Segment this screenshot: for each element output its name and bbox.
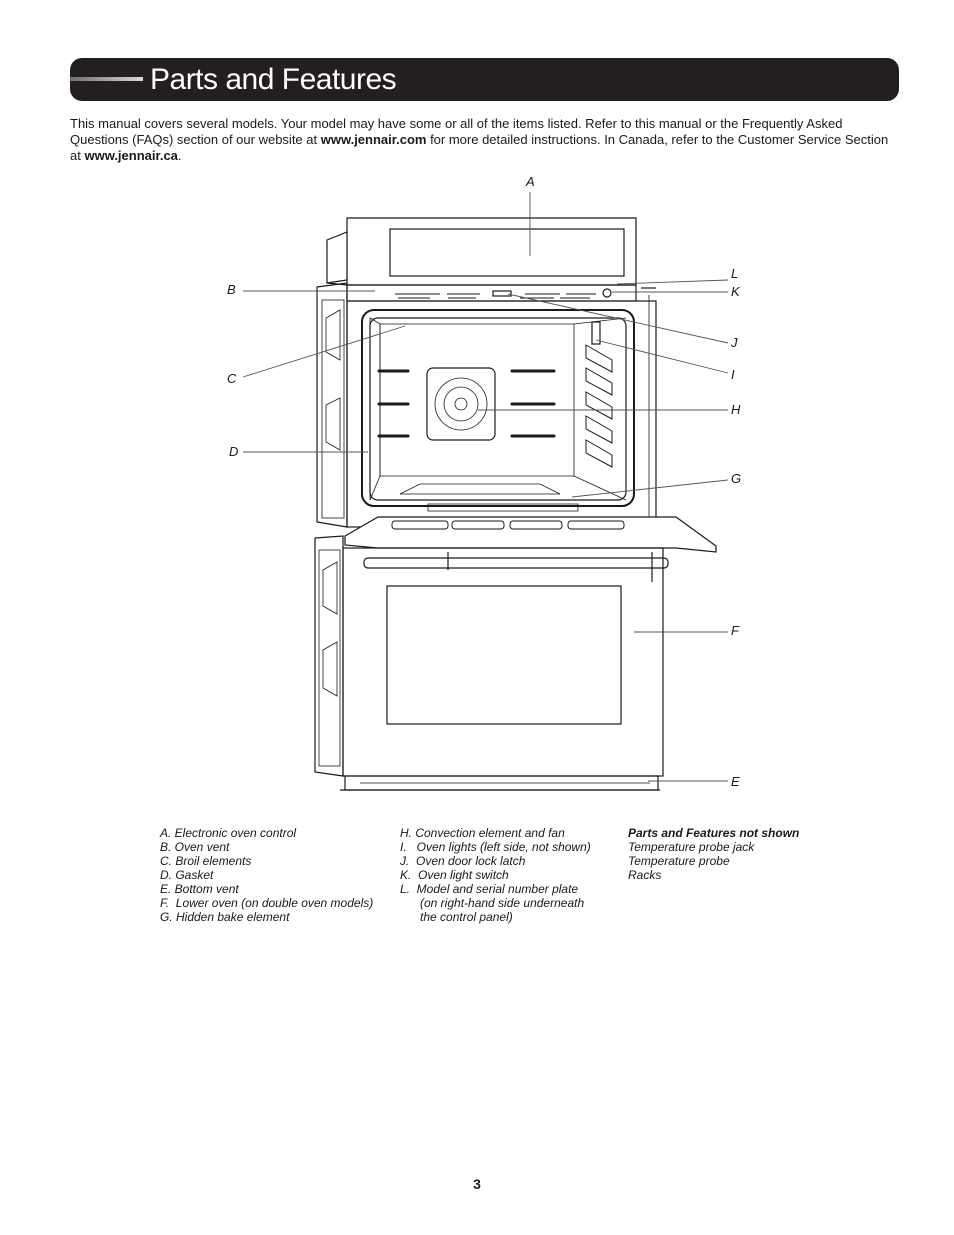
legend-item: H. Convection element and fan [400, 826, 565, 840]
legend-item: J. Oven door lock latch [400, 854, 526, 868]
legend-item: B. Oven vent [160, 840, 230, 854]
callout-b: B [227, 282, 236, 297]
legend-item: Temperature probe [628, 854, 730, 868]
callout-c: C [227, 371, 237, 386]
legend-column-not-shown: Parts and Features not shown Temperature… [628, 826, 799, 882]
legend-item: D. Gasket [160, 868, 214, 882]
callout-d: D [229, 444, 238, 459]
legend-item: Temperature probe jack [628, 840, 755, 854]
legend-item: K. Oven light switch [400, 868, 509, 882]
callout-f: F [731, 623, 740, 638]
callout-a: A [525, 174, 535, 189]
intro-paragraph: This manual covers several models. Your … [70, 116, 889, 163]
header-bar [70, 58, 899, 101]
legend-item: the control panel) [400, 910, 513, 924]
legend-item: G. Hidden bake element [160, 910, 290, 924]
legend-column-parts-h-l: H. Convection element and fan I. Oven li… [400, 826, 591, 924]
callout-l: L [731, 266, 738, 281]
legend-heading: Parts and Features not shown [628, 826, 800, 840]
jennair-canada-website-link[interactable]: www.jennair.ca [84, 148, 178, 163]
callout-g: G [731, 471, 741, 486]
legend-item: C. Broil elements [160, 854, 252, 868]
legend-item: E. Bottom vent [160, 882, 239, 896]
page-title: Parts and Features [150, 63, 397, 96]
legend-item: L. Model and serial number plate [400, 882, 579, 896]
callout-e: E [731, 774, 740, 789]
callout-j: J [730, 335, 738, 350]
callout-i: I [731, 367, 735, 382]
callout-h: H [731, 402, 741, 417]
page-number: 3 [473, 1176, 481, 1192]
legend-item: Racks [628, 868, 662, 882]
legend-column-parts-a-g: A. Electronic oven control B. Oven vent … [160, 826, 373, 924]
legend-item: A. Electronic oven control [160, 826, 297, 840]
jennair-website-link[interactable]: www.jennair.com [320, 132, 427, 147]
header-accent-stripe [70, 77, 143, 81]
legend-item: (on right-hand side underneath [400, 896, 585, 910]
callout-k: K [731, 284, 741, 299]
legend-item: F. Lower oven (on double oven models) [160, 896, 374, 910]
legend-item: I. Oven lights (left side, not shown) [400, 840, 591, 854]
